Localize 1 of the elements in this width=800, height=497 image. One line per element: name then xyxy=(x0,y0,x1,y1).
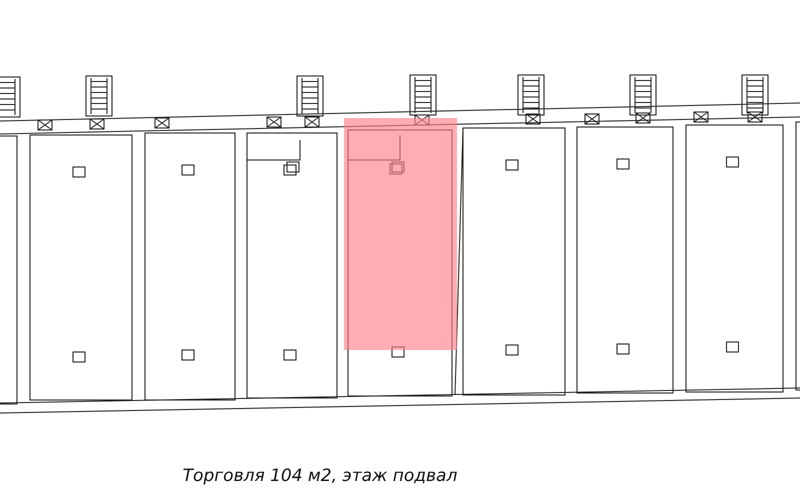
plan-caption: Торговля 104 м2, этаж подвал xyxy=(182,466,458,486)
